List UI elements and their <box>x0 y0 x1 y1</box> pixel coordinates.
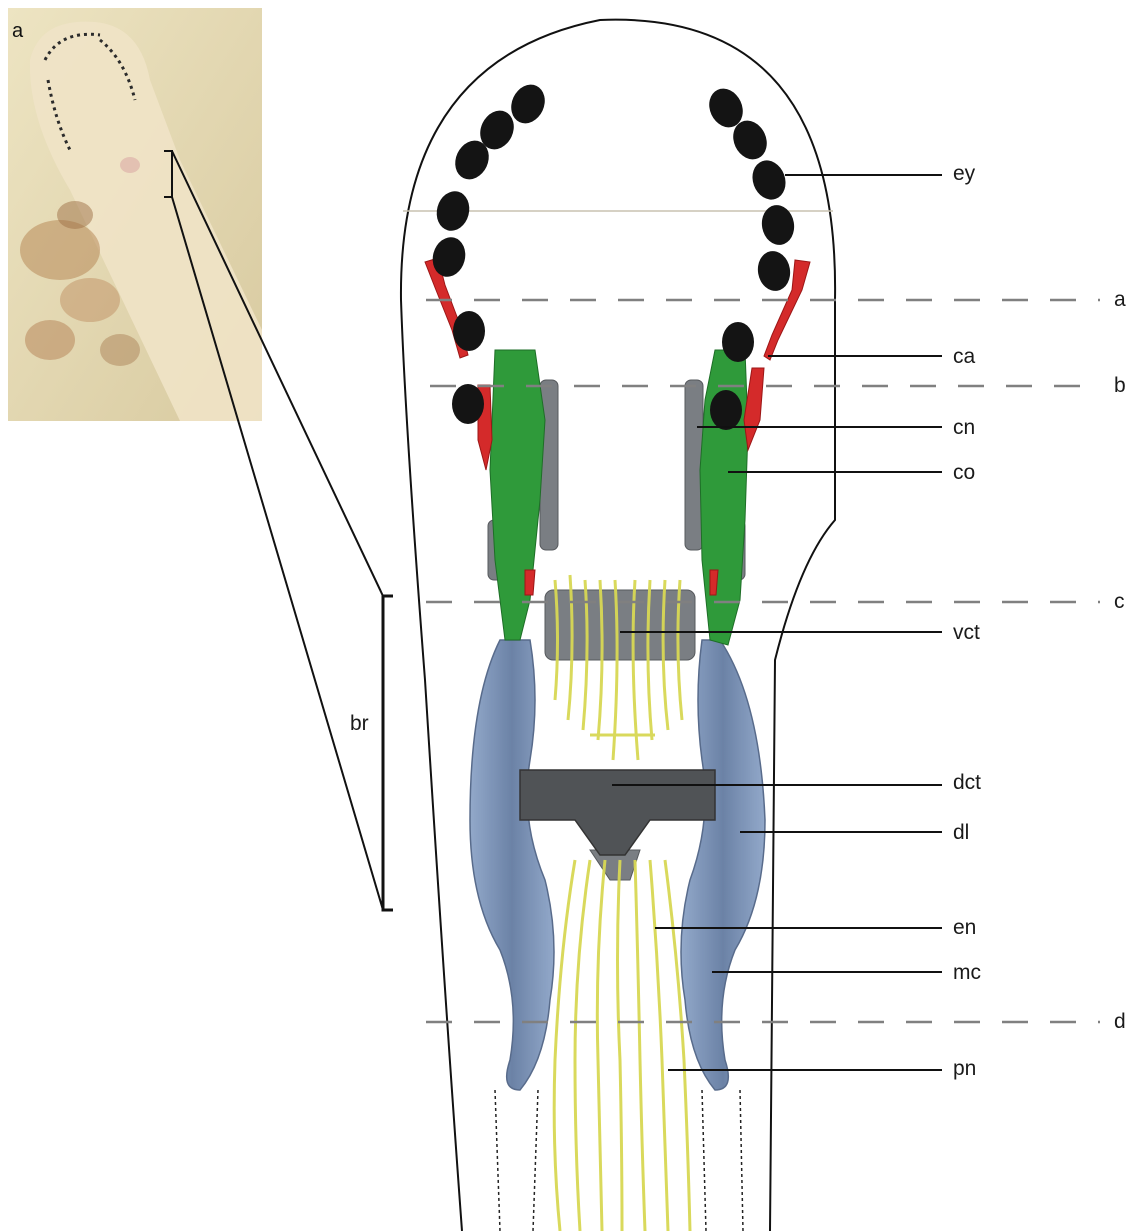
section-label-c: c <box>1114 591 1125 612</box>
label-ca: ca <box>953 346 975 367</box>
label-br: br <box>350 713 369 734</box>
inset-photo: a <box>8 8 262 421</box>
section-label-d: d <box>1114 1011 1126 1032</box>
label-dct: dct <box>953 772 981 793</box>
label-cn: cn <box>953 417 975 438</box>
label-mc: mc <box>953 962 981 983</box>
label-ey: ey <box>953 163 975 184</box>
section-label-b: b <box>1114 375 1126 396</box>
br-bracket <box>383 596 393 910</box>
dotted-lines <box>495 1090 743 1231</box>
section-label-a: a <box>1114 289 1126 310</box>
label-vct: vct <box>953 622 980 643</box>
label-en: en <box>953 917 976 938</box>
panel-letter: a <box>12 20 24 42</box>
label-dl: dl <box>953 822 969 843</box>
dorsal-cross-tie <box>520 770 715 855</box>
label-pn: pn <box>953 1058 976 1079</box>
label-co: co <box>953 462 975 483</box>
nerve-strands <box>554 575 690 1231</box>
